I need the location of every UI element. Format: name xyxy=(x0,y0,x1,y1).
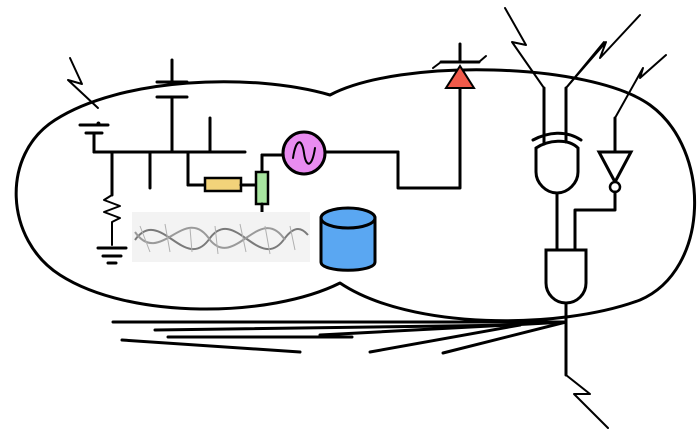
dna-helix-image xyxy=(132,212,310,262)
resistor-horizontal-icon xyxy=(203,176,260,193)
resistor-zigzag-icon xyxy=(103,194,121,246)
and-gate-icon xyxy=(544,248,588,377)
cloud-outline xyxy=(14,68,697,323)
diode-icon xyxy=(432,42,487,89)
xor-gate-icon xyxy=(531,86,583,252)
capacitor-icon xyxy=(155,58,189,154)
ac-source-icon xyxy=(281,78,462,190)
database-cylinder-icon xyxy=(319,206,377,272)
bus-lines xyxy=(92,116,247,197)
battery-icon: • xyxy=(78,115,110,154)
svg-text:•: • xyxy=(96,115,101,131)
resistor-vertical-icon xyxy=(254,153,284,217)
not-gate-icon xyxy=(573,116,634,254)
lightning-icon xyxy=(67,7,667,429)
ground-rails xyxy=(111,320,568,355)
ground-icon xyxy=(96,246,128,265)
